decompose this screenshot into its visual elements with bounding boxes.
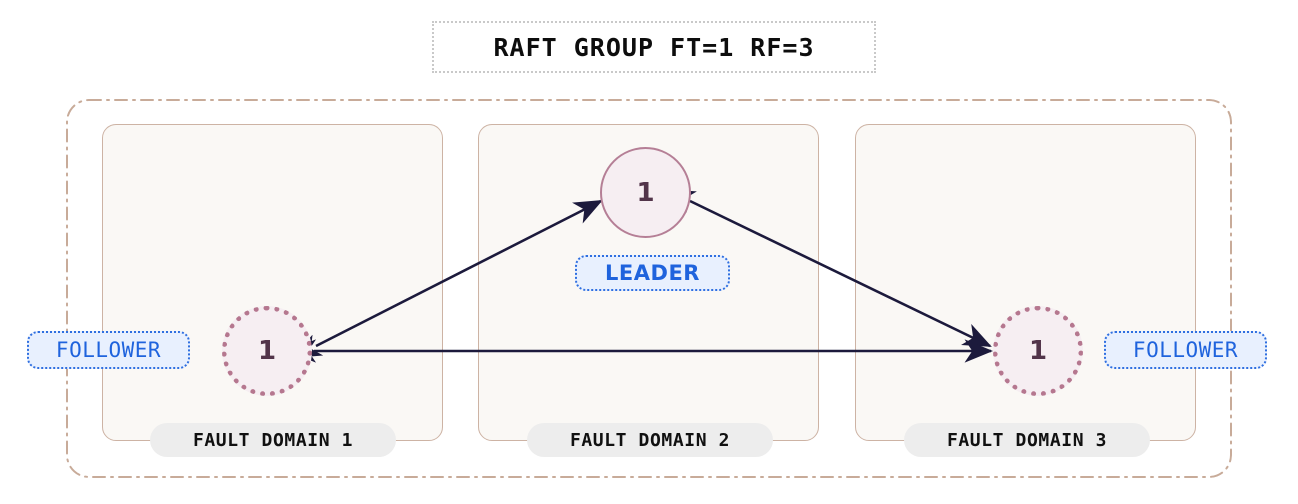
node-follower-2-label: 1 [1028, 336, 1048, 366]
node-leader-label: 1 [636, 177, 655, 208]
node-follower-2[interactable]: 1 [993, 306, 1083, 396]
node-leader[interactable]: 1 [600, 147, 691, 238]
fault-domain-label-3: FAULT DOMAIN 3 [904, 423, 1150, 457]
fault-domain-label-1: FAULT DOMAIN 1 [150, 423, 396, 457]
page-title: RAFT GROUP FT=1 RF=3 [493, 32, 815, 62]
diagram-title-box: RAFT GROUP FT=1 RF=3 [432, 21, 876, 73]
fault-domain-label-2: FAULT DOMAIN 2 [527, 423, 773, 457]
role-badge-leader: LEADER [575, 255, 730, 291]
role-badge-follower-left: FOLLOWER [27, 331, 190, 369]
node-follower-1[interactable]: 1 [222, 306, 312, 396]
role-badge-follower-right: FOLLOWER [1104, 331, 1267, 369]
node-follower-1-label: 1 [257, 336, 277, 366]
